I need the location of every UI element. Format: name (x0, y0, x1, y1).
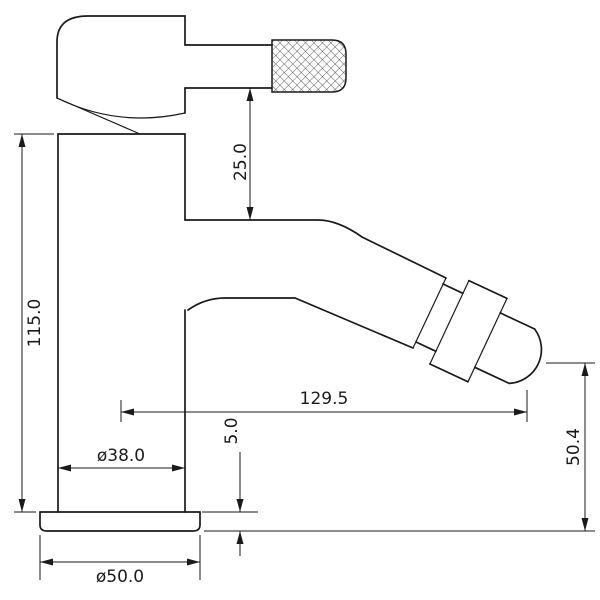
spout-outline (184, 219, 543, 385)
label-spout-reach: 129.5 (300, 389, 349, 409)
lever-handle (184, 39, 347, 93)
nozzle-tip-cap (508, 328, 543, 385)
body-column-outline (57, 133, 186, 513)
dimension-handle-clearance: 25.0 (231, 88, 254, 220)
label-base-plate-height: 5.0 (222, 417, 242, 444)
knurled-grip (271, 39, 347, 93)
handle-dome-outline (56, 15, 186, 135)
label-overall-height: 115.0 (25, 299, 45, 348)
label-body-diameter: ø38.0 (97, 446, 145, 466)
dimension-body-diameter: ø38.0 (58, 446, 185, 472)
dimension-base-plate-height: 5.0 (202, 417, 258, 556)
base-plate-outline (39, 511, 201, 532)
dimension-overall-height: 115.0 (14, 133, 54, 513)
dimension-outlet-height: 50.4 (204, 362, 595, 532)
dimension-base-diameter: ø50.0 (39, 535, 201, 587)
label-outlet-height: 50.4 (564, 428, 584, 466)
label-base-diameter: ø50.0 (96, 567, 144, 587)
label-handle-clearance: 25.0 (231, 143, 251, 181)
dimension-spout-reach: 129.5 (120, 389, 528, 422)
